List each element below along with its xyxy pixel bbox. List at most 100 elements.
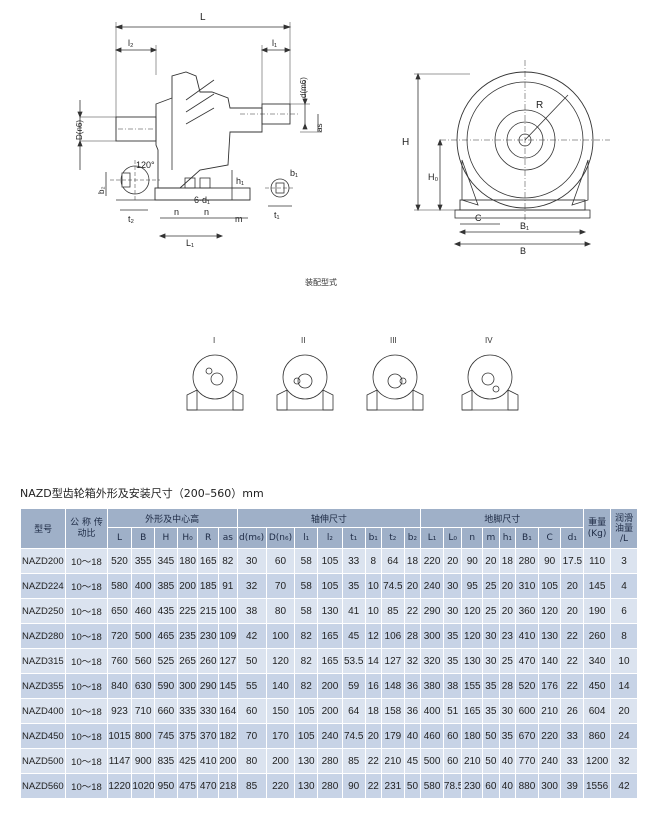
value-cell: 950 bbox=[154, 773, 178, 799]
value-cell: 18 bbox=[364, 698, 383, 724]
value-cell: 210 bbox=[381, 748, 405, 774]
value-cell: 260 bbox=[583, 623, 611, 649]
value-cell: 38 bbox=[236, 598, 267, 624]
value-cell: 880 bbox=[515, 773, 539, 799]
svg-text:IV: IV bbox=[485, 336, 493, 345]
value-cell: 50 bbox=[482, 748, 500, 774]
value-cell: 60 bbox=[442, 723, 463, 749]
value-cell: 4 bbox=[609, 573, 639, 599]
value-cell: 240 bbox=[537, 748, 562, 774]
value-cell: 22 bbox=[364, 748, 383, 774]
value-cell: 335 bbox=[176, 698, 199, 724]
ratio-cell: 10～18 bbox=[65, 748, 108, 774]
value-cell: 20 bbox=[403, 573, 422, 599]
value-cell: 400 bbox=[131, 573, 156, 599]
value-cell: 140 bbox=[265, 673, 296, 699]
value-cell: 70 bbox=[265, 573, 296, 599]
side-view: L l₂ l₁ D(n6) d(m6) bbox=[75, 12, 324, 248]
value-cell: 58 bbox=[294, 573, 319, 599]
value-cell: 165 bbox=[317, 648, 343, 674]
value-cell: 1220 bbox=[106, 773, 133, 799]
value-cell: 14 bbox=[609, 673, 639, 699]
value-cell: 33 bbox=[560, 723, 585, 749]
header-model: 型号 bbox=[19, 508, 67, 549]
value-cell: 265 bbox=[176, 648, 199, 674]
value-cell: 30 bbox=[482, 623, 500, 649]
dim-L: L bbox=[200, 12, 206, 23]
value-cell: 42 bbox=[236, 623, 267, 649]
ratio-cell: 10～18 bbox=[65, 548, 108, 574]
value-cell: 425 bbox=[176, 748, 199, 774]
value-cell: 231 bbox=[381, 773, 405, 799]
value-cell: 770 bbox=[515, 748, 539, 774]
value-cell: 630 bbox=[131, 673, 156, 699]
value-cell: 110 bbox=[583, 548, 611, 574]
value-cell: 40 bbox=[403, 723, 422, 749]
value-cell: 200 bbox=[317, 673, 343, 699]
value-cell: 180 bbox=[461, 723, 484, 749]
value-cell: 32 bbox=[236, 573, 267, 599]
value-cell: 300 bbox=[176, 673, 199, 699]
value-cell: 10 bbox=[364, 573, 383, 599]
value-cell: 6 bbox=[609, 598, 639, 624]
model-cell: NAZD250 bbox=[19, 598, 67, 624]
value-cell: 50 bbox=[403, 773, 422, 799]
value-cell: 835 bbox=[154, 748, 178, 774]
value-cell: 170 bbox=[265, 723, 296, 749]
value-cell: 36 bbox=[403, 673, 422, 699]
dim-H: H bbox=[402, 137, 409, 148]
value-cell: 14 bbox=[364, 648, 383, 674]
value-cell: 670 bbox=[515, 723, 539, 749]
value-cell: 860 bbox=[583, 723, 611, 749]
value-cell: 120 bbox=[265, 648, 296, 674]
value-cell: 10 bbox=[609, 648, 639, 674]
value-cell: 470 bbox=[515, 648, 539, 674]
value-cell: 109 bbox=[218, 623, 238, 649]
value-cell: 260 bbox=[197, 648, 219, 674]
value-cell: 90 bbox=[461, 548, 484, 574]
value-cell: 28 bbox=[498, 673, 517, 699]
value-cell: 150 bbox=[265, 698, 296, 724]
value-cell: 33 bbox=[341, 548, 366, 574]
value-cell: 182 bbox=[218, 723, 238, 749]
value-cell: 130 bbox=[461, 648, 484, 674]
dim-m: m bbox=[235, 214, 243, 224]
value-cell: 35 bbox=[442, 648, 463, 674]
dim-as: as bbox=[315, 124, 324, 132]
value-cell: 148 bbox=[381, 673, 405, 699]
subheader-outline-3: H₀ bbox=[176, 527, 199, 549]
value-cell: 95 bbox=[461, 573, 484, 599]
value-cell: 127 bbox=[218, 648, 238, 674]
value-cell: 164 bbox=[218, 698, 238, 724]
assembly-form-4: IV bbox=[461, 336, 519, 411]
value-cell: 290 bbox=[197, 673, 219, 699]
value-cell: 235 bbox=[176, 623, 199, 649]
value-cell: 180 bbox=[176, 548, 199, 574]
value-cell: 1020 bbox=[131, 773, 156, 799]
dim-B1: B₁ bbox=[520, 221, 529, 231]
value-cell: 50 bbox=[236, 648, 267, 674]
value-cell: 145 bbox=[218, 673, 238, 699]
value-cell: 20 bbox=[498, 598, 517, 624]
value-cell: 35 bbox=[498, 723, 517, 749]
subheader-foot-3: m bbox=[482, 527, 500, 549]
value-cell: 59 bbox=[341, 673, 366, 699]
assembly-form-3: III bbox=[366, 336, 424, 411]
value-cell: 35 bbox=[482, 673, 500, 699]
value-cell: 20 bbox=[609, 698, 639, 724]
value-cell: 55 bbox=[236, 673, 267, 699]
value-cell: 210 bbox=[461, 748, 484, 774]
value-cell: 1147 bbox=[106, 748, 133, 774]
value-cell: 580 bbox=[420, 773, 444, 799]
value-cell: 80 bbox=[236, 748, 267, 774]
value-cell: 500 bbox=[131, 623, 156, 649]
value-cell: 91 bbox=[218, 573, 238, 599]
dim-D: D(n6) bbox=[75, 120, 84, 140]
ratio-cell: 10～18 bbox=[65, 673, 108, 699]
value-cell: 130 bbox=[294, 748, 319, 774]
model-cell: NAZD224 bbox=[19, 573, 67, 599]
subheader-shaft-6: t₂ bbox=[381, 527, 405, 549]
value-cell: 200 bbox=[317, 698, 343, 724]
